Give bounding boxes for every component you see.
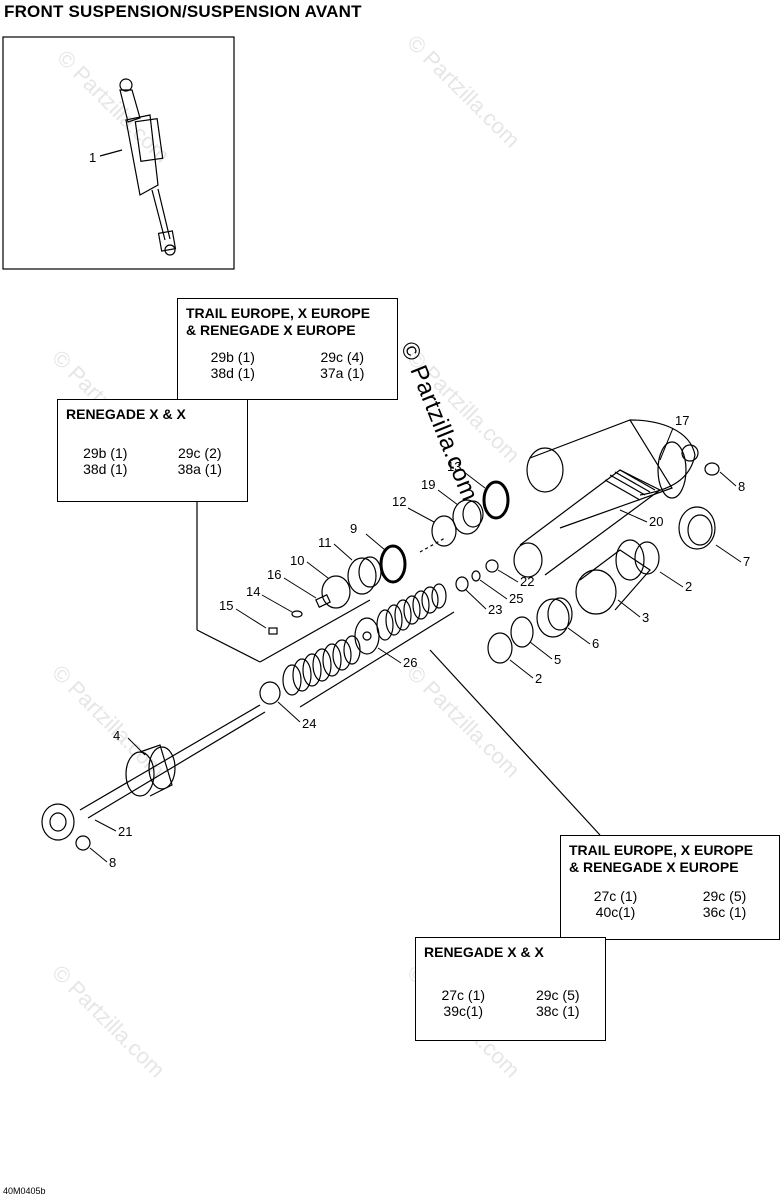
screw-part-16 — [315, 594, 331, 608]
screw-part-15 — [268, 627, 278, 635]
callout-label: 2 — [685, 579, 692, 594]
variant-item: 37a (1) — [320, 365, 365, 381]
callout-label: 24 — [302, 716, 316, 731]
washer-part-23 — [455, 576, 469, 592]
callout-label: 10 — [290, 553, 304, 568]
piston-part-19 — [452, 499, 484, 535]
ring-part-7 — [678, 506, 716, 550]
callout-label: 25 — [509, 591, 523, 606]
box-leader-line — [259, 599, 371, 663]
variant-box-top-right: TRAIL EUROPE, X EUROPE & RENEGADE X EURO… — [177, 298, 398, 400]
callout-label: 26 — [403, 655, 417, 670]
callout-label: 22 — [520, 574, 534, 589]
variant-item: 38a (1) — [177, 461, 222, 477]
piston-part-11 — [347, 556, 382, 595]
ring-part-14 — [291, 610, 303, 618]
washer-part-25 — [471, 570, 481, 582]
variant-box-items: 29b (1) 29c (2) 38d (1) 38a (1) — [58, 445, 247, 477]
box-leader-line — [429, 649, 601, 836]
callout-label: 7 — [743, 554, 750, 569]
callout-label: 21 — [118, 824, 132, 839]
callout-label: 20 — [649, 514, 663, 529]
shim-stack-upper — [376, 583, 447, 641]
variant-box-title: RENEGADE X & X — [424, 944, 544, 960]
callout-leaders — [89, 427, 742, 863]
cylinder-part-3 — [575, 539, 651, 615]
callout-label: 11 — [318, 535, 332, 550]
washer-part-10 — [321, 575, 351, 609]
bushing-part-8b — [75, 835, 91, 851]
adjuster-nut-part-4 — [125, 744, 176, 797]
piston-part-26 — [354, 617, 380, 655]
variant-box-title: TRAIL EUROPE, X EUROPE & RENEGADE X EURO… — [186, 305, 371, 338]
variant-item: 38c (1) — [535, 1003, 580, 1019]
variant-item: 29b (1) — [83, 445, 128, 461]
variant-item: 38d (1) — [210, 365, 255, 381]
box-leader-line — [299, 611, 455, 708]
callout-label: 19 — [421, 477, 435, 492]
washer-part-12 — [431, 515, 457, 547]
callout-label: 6 — [592, 636, 599, 651]
callout-labels: 1 17 8 13 19 12 20 11 9 7 10 22 16 14 2 … — [89, 150, 750, 870]
variant-item: 27c (1) — [441, 987, 486, 1003]
variant-item: 27c (1) — [593, 888, 638, 904]
variant-box-top-left: RENEGADE X & X 29b (1) 29c (2) 38d (1) 3… — [57, 399, 248, 502]
variant-box-bottom-right: TRAIL EUROPE, X EUROPE & RENEGADE X EURO… — [560, 835, 780, 940]
callout-label: 9 — [350, 521, 357, 536]
oring-part-9 — [379, 544, 407, 584]
callout-label: 1 — [89, 150, 96, 165]
variant-item: 29b (1) — [210, 349, 255, 365]
callout-label: 4 — [113, 728, 120, 743]
callout-label: 23 — [488, 602, 502, 617]
callout-label: 3 — [642, 610, 649, 625]
footer-code: 40M0405b — [3, 1186, 46, 1196]
variant-box-items: 29b (1) 29c (4) 38d (1) 37a (1) — [178, 349, 397, 381]
callout-label: 8 — [738, 479, 745, 494]
callout-label: 14 — [246, 584, 260, 599]
shim-stack-lower — [282, 635, 361, 696]
variant-item: 29c (2) — [177, 445, 222, 461]
callout-label: 12 — [392, 494, 406, 509]
washer-part-2b — [487, 632, 513, 664]
callout-label: 5 — [554, 652, 561, 667]
washer-part-24 — [259, 681, 281, 705]
variant-item: 29c (5) — [535, 987, 580, 1003]
callout-label: 15 — [219, 598, 233, 613]
washer-part-2 — [634, 541, 660, 575]
reservoir-part-20 — [513, 469, 662, 578]
callout-label: 8 — [109, 855, 116, 870]
variant-box-bottom-left: RENEGADE X & X 27c (1) 29c (5) 39c(1) 38… — [415, 937, 606, 1041]
inset-leader-line — [99, 149, 123, 157]
shock-body-part-17 — [526, 419, 699, 529]
callout-label: 2 — [535, 671, 542, 686]
variant-item: 29c (5) — [702, 888, 747, 904]
variant-box-items: 27c (1) 29c (5) 40c(1) 36c (1) — [561, 888, 779, 920]
variant-box-items: 27c (1) 29c (5) 39c(1) 38c (1) — [416, 987, 605, 1019]
box-leader-line — [196, 629, 261, 663]
washer-part-5 — [510, 616, 534, 648]
nut-part-22 — [485, 559, 499, 573]
variant-box-title: TRAIL EUROPE, X EUROPE & RENEGADE X EURO… — [569, 842, 754, 875]
variant-box-title: RENEGADE X & X — [66, 406, 186, 422]
variant-item: 40c(1) — [595, 904, 636, 920]
variant-item: 39c(1) — [443, 1003, 484, 1019]
inset-shock-illustration — [119, 78, 177, 256]
callout-label: 16 — [267, 567, 281, 582]
callout-label: 13 — [447, 459, 461, 474]
page-title: FRONT SUSPENSION/SUSPENSION AVANT — [4, 2, 362, 21]
variant-item: 29c (4) — [320, 349, 365, 365]
inset-frame — [2, 36, 235, 270]
callout-label: 17 — [675, 413, 689, 428]
variant-item: 38d (1) — [83, 461, 128, 477]
oring-part-13 — [482, 480, 510, 520]
shaft-part-21 — [41, 704, 266, 841]
bushing-part-8 — [704, 462, 720, 476]
variant-item: 36c (1) — [702, 904, 747, 920]
piston-part-6 — [536, 597, 573, 638]
